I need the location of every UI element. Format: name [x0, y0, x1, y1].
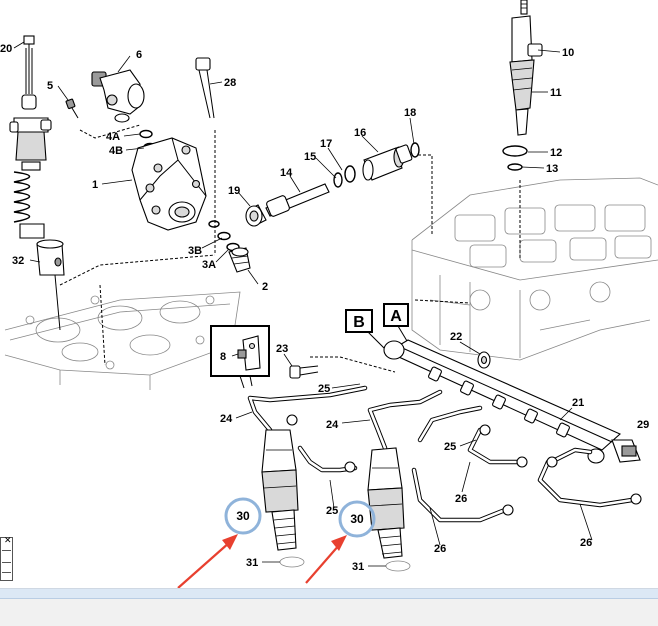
- part-23-bolt: [289, 365, 319, 379]
- callout-24a: 24: [220, 413, 233, 425]
- mini-window-divider: [2, 562, 11, 563]
- callout-11: 11: [550, 87, 562, 99]
- callout-4a: 4A: [106, 131, 120, 143]
- part-6-control-valve: [91, 69, 145, 123]
- callout-25c: 25: [326, 505, 338, 517]
- callout-12: 12: [550, 147, 562, 159]
- injector-top-right: [502, 0, 543, 171]
- red-arrow-right: [305, 535, 347, 584]
- part-3-2-fittings: [208, 220, 251, 273]
- view-label-a: A: [383, 303, 411, 347]
- callout-22: 22: [450, 331, 462, 343]
- callout-26c: 26: [580, 537, 592, 549]
- part-21-fuel-rail: [383, 339, 622, 464]
- injector-30-right: [367, 447, 411, 572]
- view-label-b: B: [345, 309, 389, 353]
- mini-window-fragment[interactable]: ✕: [0, 537, 13, 581]
- callout-25b: 25: [444, 441, 456, 453]
- part-20-bolt: [23, 35, 35, 94]
- red-arrow-left: [177, 534, 238, 589]
- callout-25a: 25: [318, 383, 330, 395]
- callout-31b: 31: [352, 561, 364, 573]
- highlight-circle-right: 30: [338, 500, 376, 538]
- callout-29: 29: [637, 419, 649, 431]
- callout-14: 14: [280, 167, 293, 179]
- callout-20: 20: [0, 43, 12, 55]
- cylinder-head-outline: [411, 177, 658, 361]
- engine-block-outline: [4, 291, 241, 390]
- highlight-circle-left: 30: [224, 497, 262, 535]
- callout-18: 18: [404, 107, 416, 119]
- part-22-washer: [477, 351, 491, 369]
- mini-window-divider: [2, 550, 11, 551]
- injector-30-left: [261, 429, 305, 568]
- part-28-long-bolt: [195, 57, 215, 119]
- callout-31a: 31: [246, 557, 258, 569]
- callout-15: 15: [304, 151, 316, 163]
- callout-13: 13: [546, 163, 558, 175]
- part-8-detail-box: [210, 325, 270, 389]
- bottom-strip-highlight: [0, 589, 658, 599]
- callout-16: 16: [354, 127, 366, 139]
- leader-lines: [13, 41, 593, 567]
- callout-8: 8: [220, 351, 226, 363]
- callout-30b: 30: [350, 512, 364, 526]
- part-29-sensor: [611, 439, 641, 463]
- callout-23: 23: [276, 343, 288, 355]
- callout-10: 10: [562, 47, 574, 59]
- callout-28: 28: [224, 77, 236, 89]
- callout-4b: 4B: [109, 145, 123, 157]
- svg-text:A: A: [390, 308, 402, 325]
- callout-30a: 30: [236, 509, 250, 523]
- callout-5: 5: [47, 80, 53, 92]
- assembly-guide-lines: [59, 124, 521, 373]
- callout-3a: 3A: [202, 259, 216, 271]
- callout-3b: 3B: [188, 245, 202, 257]
- callout-19: 19: [228, 185, 240, 197]
- callout-6: 6: [136, 49, 142, 61]
- part-1-pump-housing: [131, 137, 207, 231]
- pump-element-assembly: [9, 94, 65, 331]
- close-icon[interactable]: ✕: [4, 536, 12, 546]
- callout-1: 1: [92, 179, 98, 191]
- svg-text:B: B: [353, 314, 365, 331]
- callout-32: 32: [12, 255, 24, 267]
- callout-24b: 24: [326, 419, 339, 431]
- callout-26a: 26: [455, 493, 467, 505]
- callout-17: 17: [320, 138, 332, 150]
- callout-26b: 26: [434, 543, 446, 555]
- callout-21: 21: [572, 397, 584, 409]
- part-5-screw: [65, 98, 79, 119]
- callout-2: 2: [262, 281, 268, 293]
- parts-14-19-connectors: [245, 142, 420, 227]
- callout-numbers: 20 6 28 5 4A 4B 1 3B 3A 2 32 17 15 16 18…: [0, 43, 649, 573]
- bottom-toolbar-strip: [0, 588, 658, 626]
- mini-window-divider: [2, 572, 11, 573]
